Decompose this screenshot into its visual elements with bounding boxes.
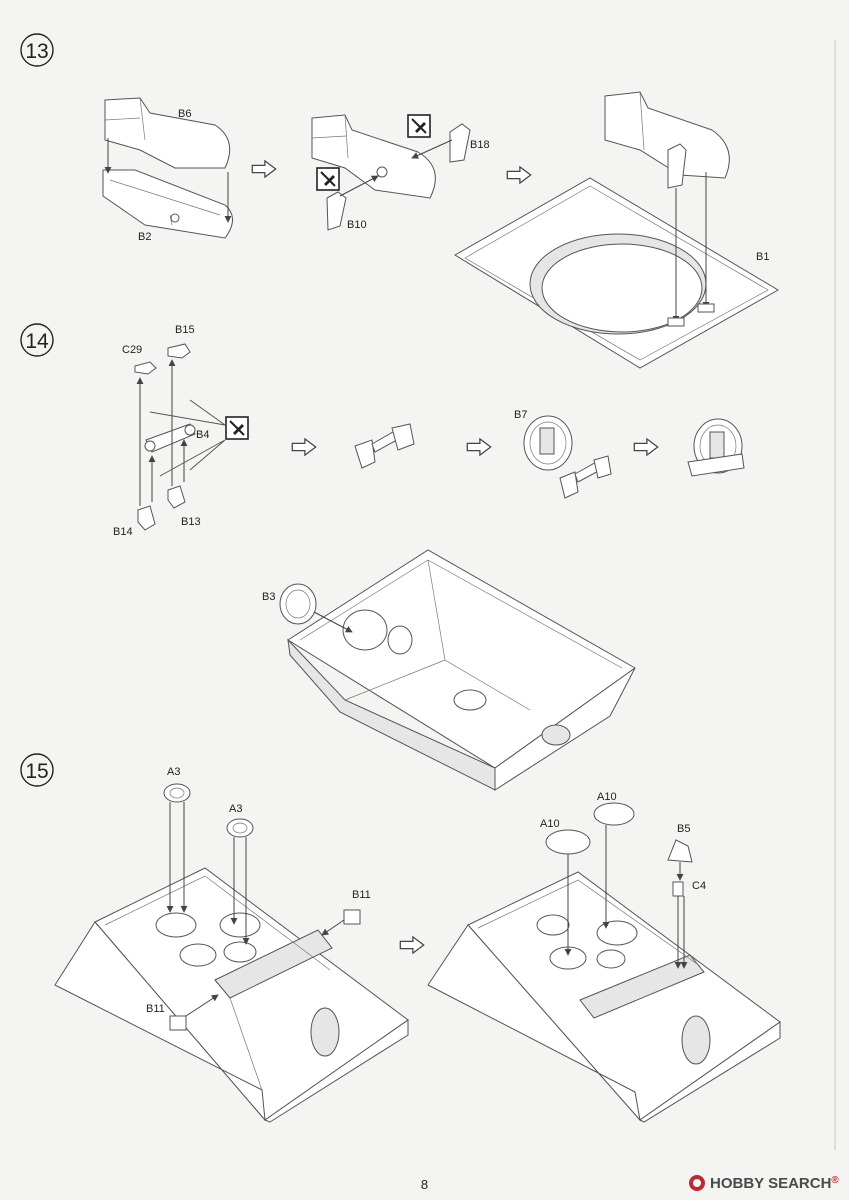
part-b7-assembled [687,418,745,477]
part-b4-assembled [354,423,415,469]
watermark-brand: HOBBY SEARCH [710,1174,832,1192]
label-c4: C4 [692,880,706,892]
next-step-arrow-icon [291,438,317,456]
part-b10-b18-assembly: B18 B10 [311,114,490,231]
label-b4: B4 [196,429,209,441]
cut-off-icon [407,114,431,138]
label-b3: B3 [262,591,275,603]
hull-left-with-a3-b11: A3 A3 B11 B11 [54,766,409,1123]
next-step-arrow-icon [399,936,425,954]
step-13-number: 13 [25,40,48,63]
part-b6-b2-exploded: B6 B2 [102,97,233,243]
cut-off-icon [225,416,249,440]
hobby-search-logo-icon [689,1175,705,1191]
watermark: HOBBY SEARCH® [688,1172,839,1194]
label-b6: B6 [178,108,191,120]
label-a10-1: A10 [540,818,560,830]
label-b5: B5 [677,823,690,835]
next-step-arrow-icon [251,160,277,178]
next-step-arrow-icon [466,438,492,456]
step-15: 15 A3 A3 B11 [20,753,781,1123]
next-step-arrow-icon [506,166,532,184]
label-b11-2: B11 [146,1003,165,1015]
step-14: 14 C29 B15 B4 B14 B13 [20,323,745,791]
cut-off-icon [316,167,340,191]
label-b14: B14 [113,526,133,538]
part-b7-hatch: B7 [514,409,612,499]
watermark-symbol: ® [831,1174,839,1186]
label-a10-2: A10 [597,791,617,803]
label-c29: C29 [122,344,142,356]
label-b15: B15 [175,324,195,336]
label-b11-1: B11 [352,889,371,901]
hull-right-with-a10-b5-c4: A10 A10 B5 C4 [427,791,781,1123]
part-b4-exploded: C29 B15 B4 B14 B13 [113,324,249,538]
label-b2: B2 [138,231,151,243]
label-b10: B10 [347,219,367,231]
hull-tub-b3: B3 [262,549,636,791]
page-number: 8 [420,1177,429,1192]
label-b1: B1 [756,251,769,263]
label-b7: B7 [514,409,527,421]
step-13: 13 B6 B2 B18 B10 [20,33,779,369]
part-b1-plate: B1 [454,91,779,369]
next-step-arrow-icon [633,438,659,456]
label-b13: B13 [181,516,201,528]
label-a3-2: A3 [229,803,242,815]
label-b18: B18 [470,139,490,151]
label-a3-1: A3 [167,766,180,778]
step-14-number: 14 [25,330,49,353]
step-15-number: 15 [25,760,48,783]
